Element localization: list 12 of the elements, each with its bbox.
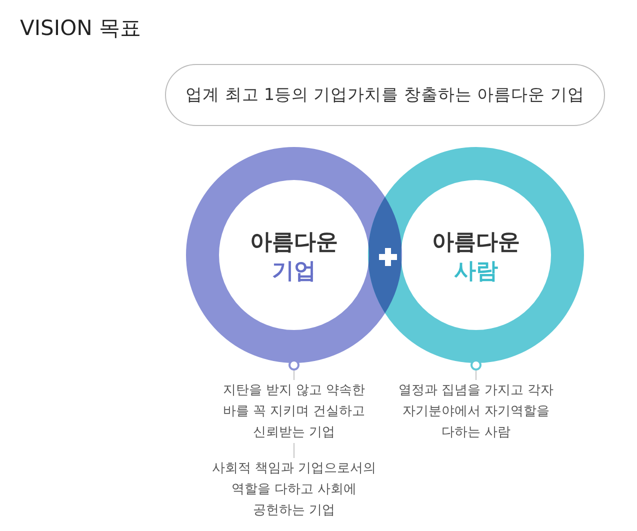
leader-line xyxy=(288,360,300,380)
page-title: VISION 목표 xyxy=(20,15,141,42)
description-text: 열정과 집념을 가지고 각자 자기분야에서 자기역할을 다하는 사람 xyxy=(396,380,556,443)
description-text: 지탄을 받지 않고 약속한 바를 꼭 지키며 건실하고 신뢰받는 기업 xyxy=(214,380,374,443)
slogan-pill: 업계 최고 1등의 기업가치를 창출하는 아름다운 기업 xyxy=(165,64,605,126)
ring-subtitle: 기업 xyxy=(271,258,317,286)
leader-line xyxy=(470,360,482,380)
leader-line xyxy=(293,443,295,458)
description-text: 사회적 책임과 기업으로서의 역할을 다하고 사회에 공헌하는 기업 xyxy=(204,458,384,521)
ring-heading: 아름다운 xyxy=(249,229,339,257)
ring-subtitle: 사람 xyxy=(453,258,499,286)
ring-heading: 아름다운 xyxy=(431,229,521,257)
